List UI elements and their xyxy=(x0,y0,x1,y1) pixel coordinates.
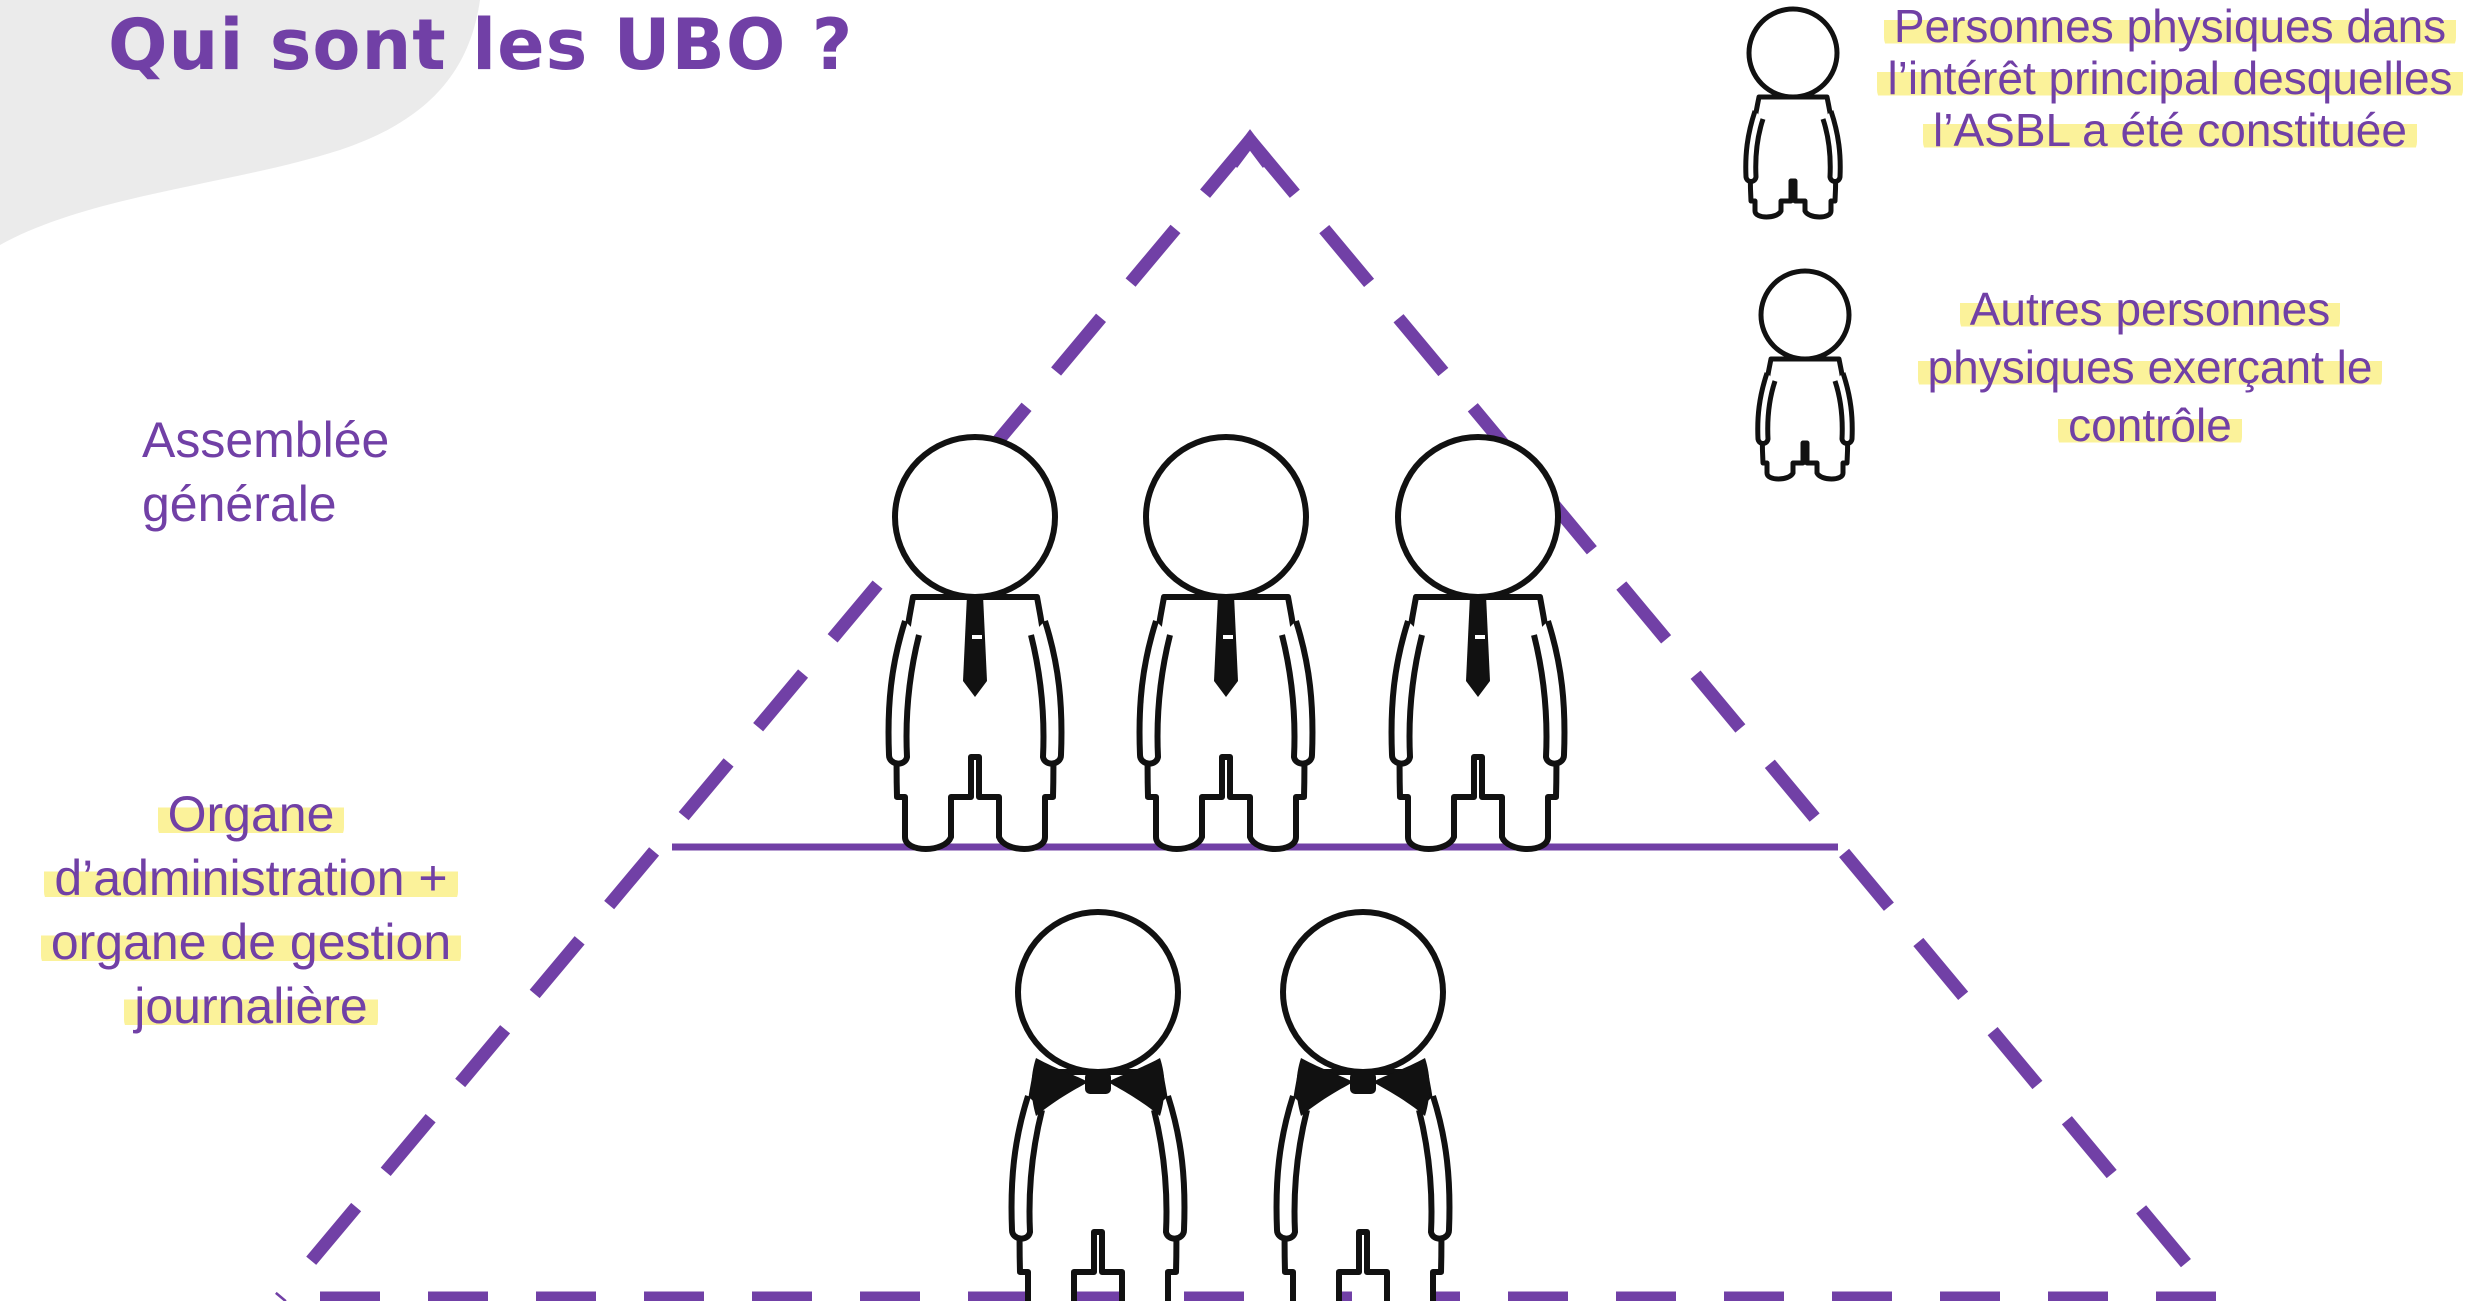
person-with-tie-icon xyxy=(1140,437,1313,849)
legend-text-controle: Autres personnes physiques exerçant le c… xyxy=(1880,280,2420,454)
legend-text-interet-principal: Personnes physiques dans l’intérêt princ… xyxy=(1870,0,2470,156)
person-with-tie-icon xyxy=(1392,437,1565,849)
label-assemblee-generale: Assemblée générale xyxy=(142,412,390,532)
person-with-bowtie-icon xyxy=(1277,912,1450,1301)
page-title: Qui sont les UBO ? xyxy=(108,4,854,86)
person-with-bowtie-icon xyxy=(1012,912,1185,1301)
background-shape xyxy=(0,0,480,245)
legend-text-2: Autres personnes physiques exerçant le c… xyxy=(1917,283,2383,451)
person-with-tie-icon xyxy=(889,437,1062,849)
pyramid-outline xyxy=(275,135,2220,1301)
label-organe-administration: Organe d’administration + organe de gest… xyxy=(6,782,496,1038)
pyramid-apex xyxy=(1226,129,1274,168)
plain-person-icon xyxy=(1743,6,1843,220)
legend-text-1: Personnes physiques dans l’intérêt princ… xyxy=(1877,0,2463,156)
label-organe-text: Organe d’administration + organe de gest… xyxy=(40,786,462,1034)
plain-person-icon xyxy=(1755,268,1855,482)
